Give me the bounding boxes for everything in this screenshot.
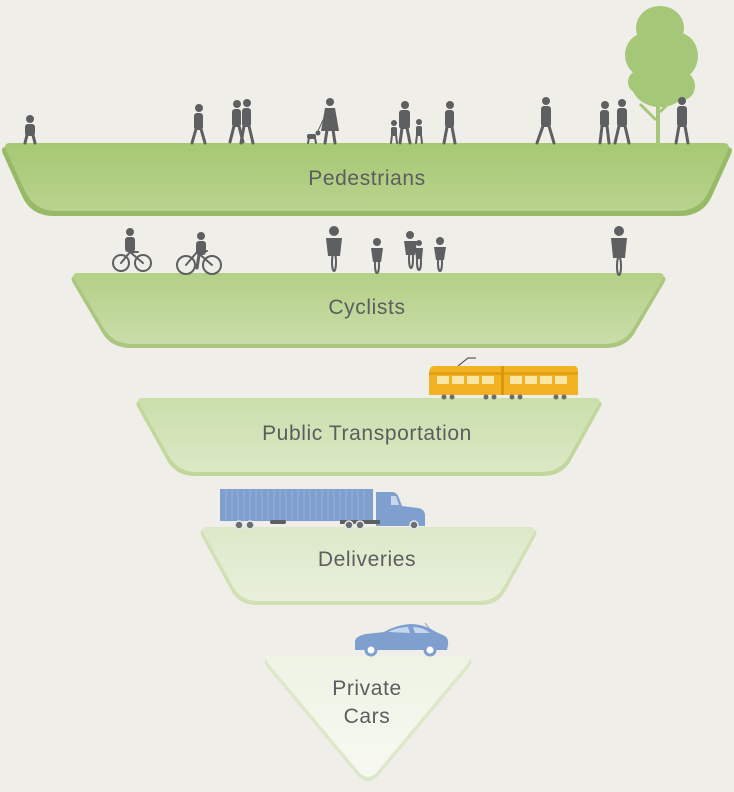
person-icon: [190, 104, 207, 145]
cyclist-icon: [176, 232, 222, 275]
cyclist-icon: [371, 238, 383, 274]
cyclist-icon: [326, 226, 342, 272]
person-icon: [442, 101, 457, 145]
person-icon: [321, 98, 339, 145]
tier-label-private-cars: Private Cars: [0, 675, 734, 731]
streetcar-icon: [429, 357, 578, 400]
cyclist-silhouettes: [112, 226, 627, 276]
person-icon: [23, 115, 37, 145]
tree-icon: [625, 6, 698, 144]
tier-label-deliveries: Deliveries: [0, 546, 734, 573]
pedestrian-silhouettes: [23, 97, 690, 145]
tier-label-line: Cyclists: [328, 296, 406, 319]
person-icon: [228, 100, 245, 144]
dog-icon: [307, 119, 324, 144]
tier-label-line: Pedestrians: [308, 167, 426, 190]
cyclist-icon: [112, 228, 152, 272]
cyclist-icon: [415, 240, 423, 271]
tier-label-pedestrians: Pedestrians: [0, 165, 734, 192]
tier-label-line: Deliveries: [317, 548, 417, 571]
tier-label-line: Private: [332, 677, 402, 700]
semi-truck-icon: [220, 489, 425, 530]
child-icon: [415, 119, 423, 144]
cyclist-icon: [434, 237, 446, 272]
person-icon: [674, 97, 690, 145]
person-icon: [398, 101, 412, 145]
child-icon: [390, 120, 398, 144]
cyclist-icon: [611, 226, 627, 276]
car-icon: [355, 622, 449, 657]
tier-label-public-transportation: Public Transportation: [0, 420, 734, 447]
person-icon: [535, 97, 556, 145]
person-icon: [613, 99, 631, 145]
tier-bands: [2, 143, 732, 782]
tier-label-line: Public Transportation: [262, 422, 472, 445]
tier-label-cyclists: Cyclists: [0, 294, 734, 321]
cyclist-icon: [404, 231, 417, 269]
tier-label-line: Cars: [343, 705, 391, 728]
person-icon: [598, 101, 611, 145]
person-icon: [239, 99, 255, 145]
